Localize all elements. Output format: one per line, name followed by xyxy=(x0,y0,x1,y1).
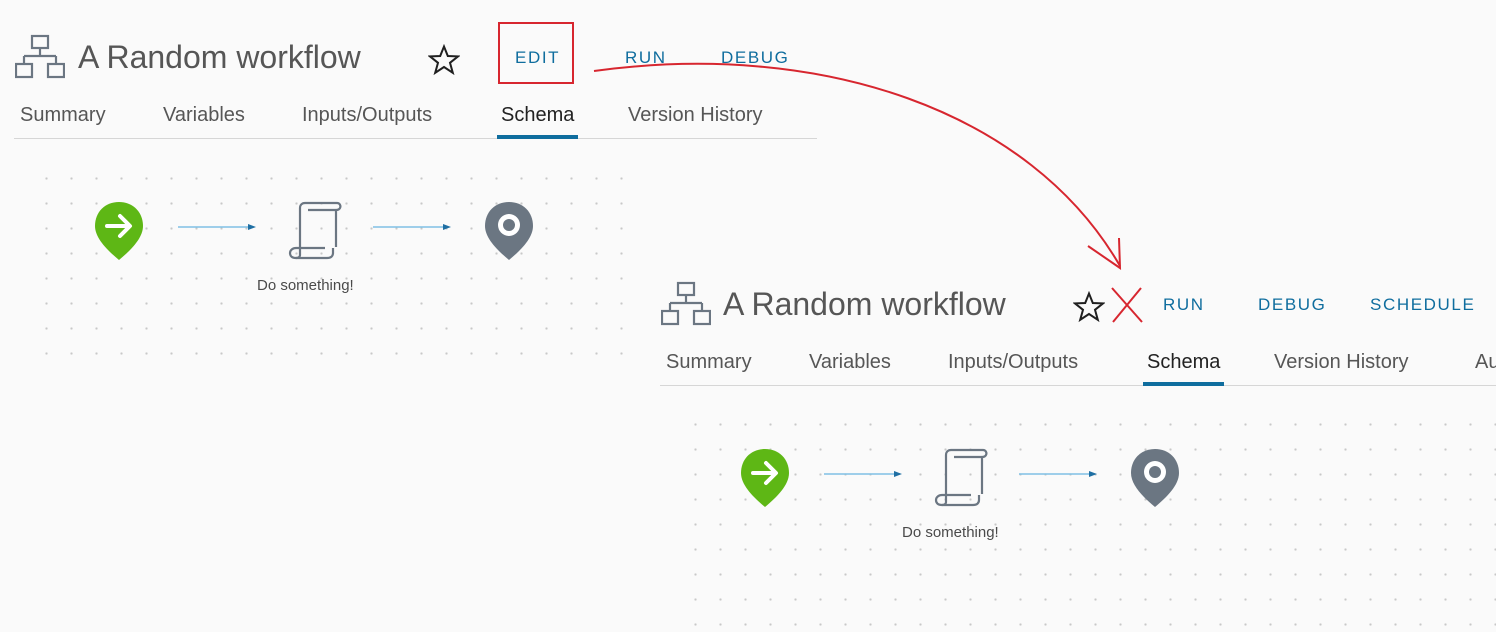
page-title: A Random workflow xyxy=(723,286,1006,322)
star-icon[interactable] xyxy=(428,44,460,76)
script-node-label: Do something! xyxy=(902,524,999,541)
workflow-view-before: A Random workflow EDIT RUN DEBUG Summary… xyxy=(0,0,820,380)
tab-summary[interactable]: Summary xyxy=(666,351,752,373)
tab-bar: Summary Variables Inputs/Outputs Schema … xyxy=(14,98,817,139)
tab-audit[interactable]: Au xyxy=(1475,351,1496,373)
schema-canvas[interactable] xyxy=(30,160,630,370)
script-icon[interactable] xyxy=(931,446,989,508)
run-button[interactable]: RUN xyxy=(1163,295,1205,314)
connector-arrow xyxy=(373,224,451,230)
run-button[interactable]: RUN xyxy=(625,48,667,67)
workflow-icon xyxy=(661,281,711,326)
tab-bar: Summary Variables Inputs/Outputs Schema … xyxy=(660,345,1496,386)
tab-version-history[interactable]: Version History xyxy=(1274,351,1409,373)
tab-variables[interactable]: Variables xyxy=(809,351,891,373)
workflow-view-after: A Random workflow RUN DEBUG SCHEDULE Sum… xyxy=(655,250,1496,632)
start-icon[interactable] xyxy=(93,200,145,262)
tab-summary[interactable]: Summary xyxy=(20,104,106,126)
debug-button[interactable]: DEBUG xyxy=(721,48,790,67)
script-node-label: Do something! xyxy=(257,277,354,294)
edit-highlight-box xyxy=(498,22,574,84)
page-title: A Random workflow xyxy=(78,39,361,75)
tab-inputs-outputs[interactable]: Inputs/Outputs xyxy=(948,351,1079,373)
schedule-button[interactable]: SCHEDULE xyxy=(1370,295,1476,314)
start-icon[interactable] xyxy=(739,447,791,509)
tab-variables[interactable]: Variables xyxy=(163,104,245,126)
end-icon[interactable] xyxy=(483,200,535,262)
tab-schema[interactable]: Schema xyxy=(496,98,579,139)
tab-version-history[interactable]: Version History xyxy=(628,104,763,126)
connector-arrow xyxy=(824,471,902,477)
workflow-icon xyxy=(15,34,65,79)
schema-canvas[interactable] xyxy=(675,410,1496,632)
star-icon[interactable] xyxy=(1073,291,1105,323)
edit-button[interactable]: EDIT xyxy=(515,48,561,67)
end-icon[interactable] xyxy=(1129,447,1181,509)
tab-schema[interactable]: Schema xyxy=(1142,345,1225,386)
debug-button[interactable]: DEBUG xyxy=(1258,295,1327,314)
connector-arrow xyxy=(1019,471,1097,477)
script-icon[interactable] xyxy=(285,199,343,261)
connector-arrow xyxy=(178,224,256,230)
tab-inputs-outputs[interactable]: Inputs/Outputs xyxy=(302,104,433,126)
